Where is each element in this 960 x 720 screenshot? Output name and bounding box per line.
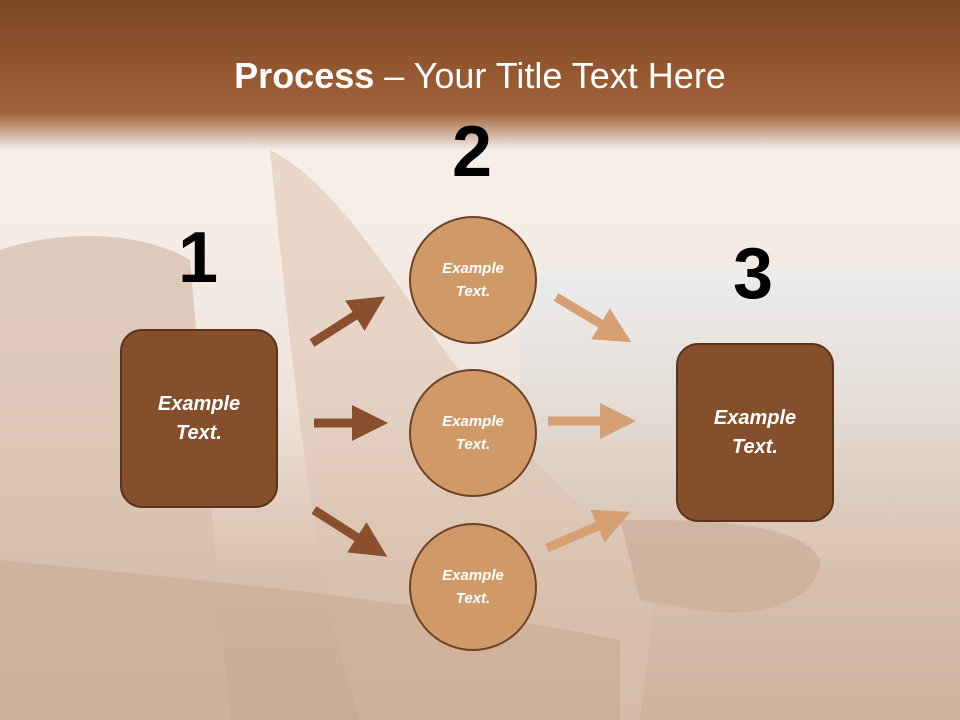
step-2-circle-bottom[interactable]: Example Text. xyxy=(409,523,537,651)
step-2-top-label: Example Text. xyxy=(442,260,504,300)
title-bar xyxy=(0,0,960,150)
title-bold: Process xyxy=(234,55,375,96)
slide-title: Process – Your Title Text Here xyxy=(0,52,960,100)
step-1-box[interactable]: Example Text. xyxy=(120,329,278,508)
step-number-3: 3 xyxy=(732,234,774,314)
step-2-circle-top[interactable]: Example Text. xyxy=(409,216,537,344)
step-number-2: 2 xyxy=(451,112,493,192)
arrow-1-to-2-top xyxy=(309,296,386,347)
step-2-bottom-label: Example Text. xyxy=(442,567,504,607)
step-3-label: Example Text. xyxy=(713,406,797,458)
step-2-middle-label: Example Text. xyxy=(442,413,504,453)
step-3-box[interactable]: Example Text. xyxy=(676,343,834,522)
arrow-2-bottom-to-3 xyxy=(545,509,631,553)
step-1-label: Example Text. xyxy=(157,392,241,444)
arrow-1-to-2-bottom xyxy=(311,506,388,557)
title-text: Your Title Text Here xyxy=(413,55,726,96)
title-separator: – xyxy=(374,55,414,96)
arrow-2-top-to-3 xyxy=(553,293,632,343)
step-number-1: 1 xyxy=(177,218,219,298)
step-2-circle-middle[interactable]: Example Text. xyxy=(409,369,537,497)
